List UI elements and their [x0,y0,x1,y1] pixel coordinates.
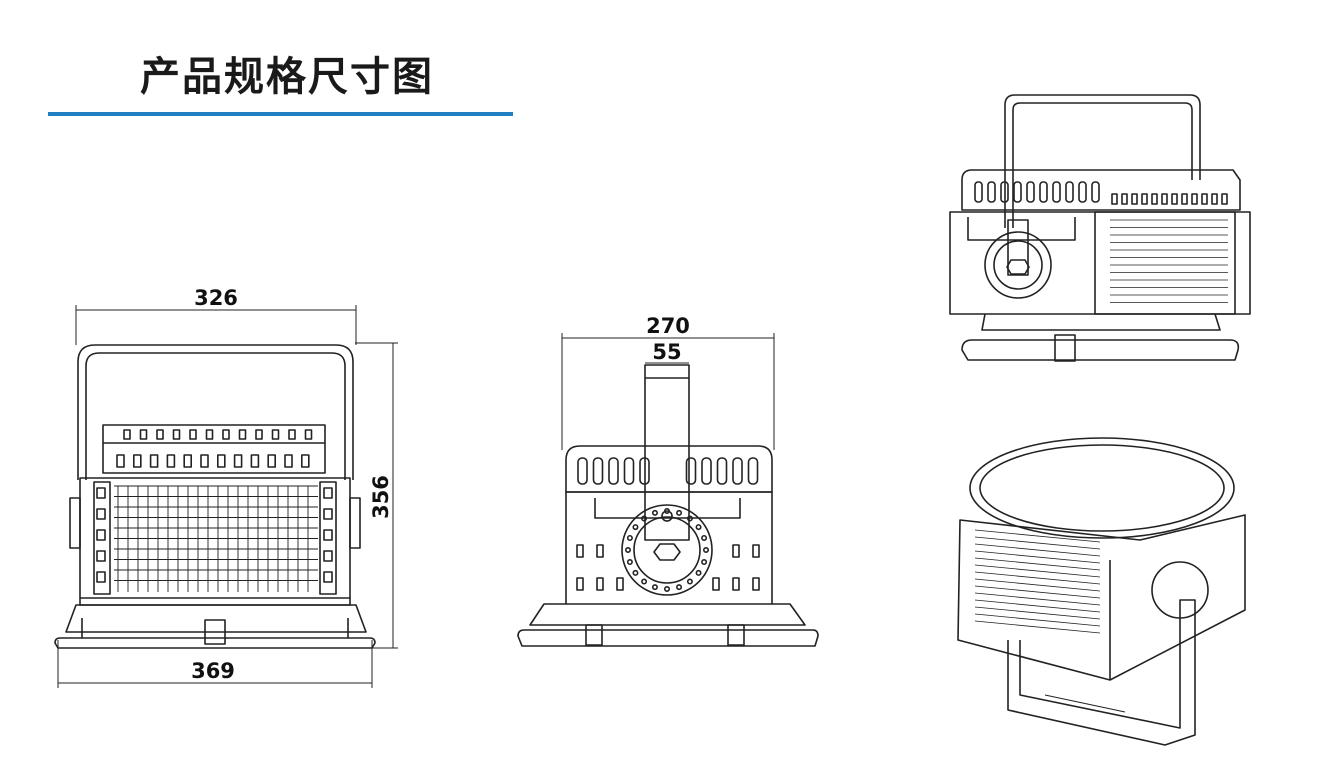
dimension-base-width: 369 [191,659,235,683]
dimension-front-width: 326 [194,286,238,310]
side-view: 270 55 [517,314,819,647]
perspective-view-top [949,94,1251,362]
dimension-side-width: 270 [646,314,690,338]
dimension-height: 356 [369,475,393,519]
dimension-bracket-width: 55 [652,340,681,364]
perspective-view-bottom [957,437,1246,746]
page-title: 产品规格尺寸图 [140,54,434,100]
title-underline [48,112,513,116]
front-view: 326 356 369 [54,286,398,688]
